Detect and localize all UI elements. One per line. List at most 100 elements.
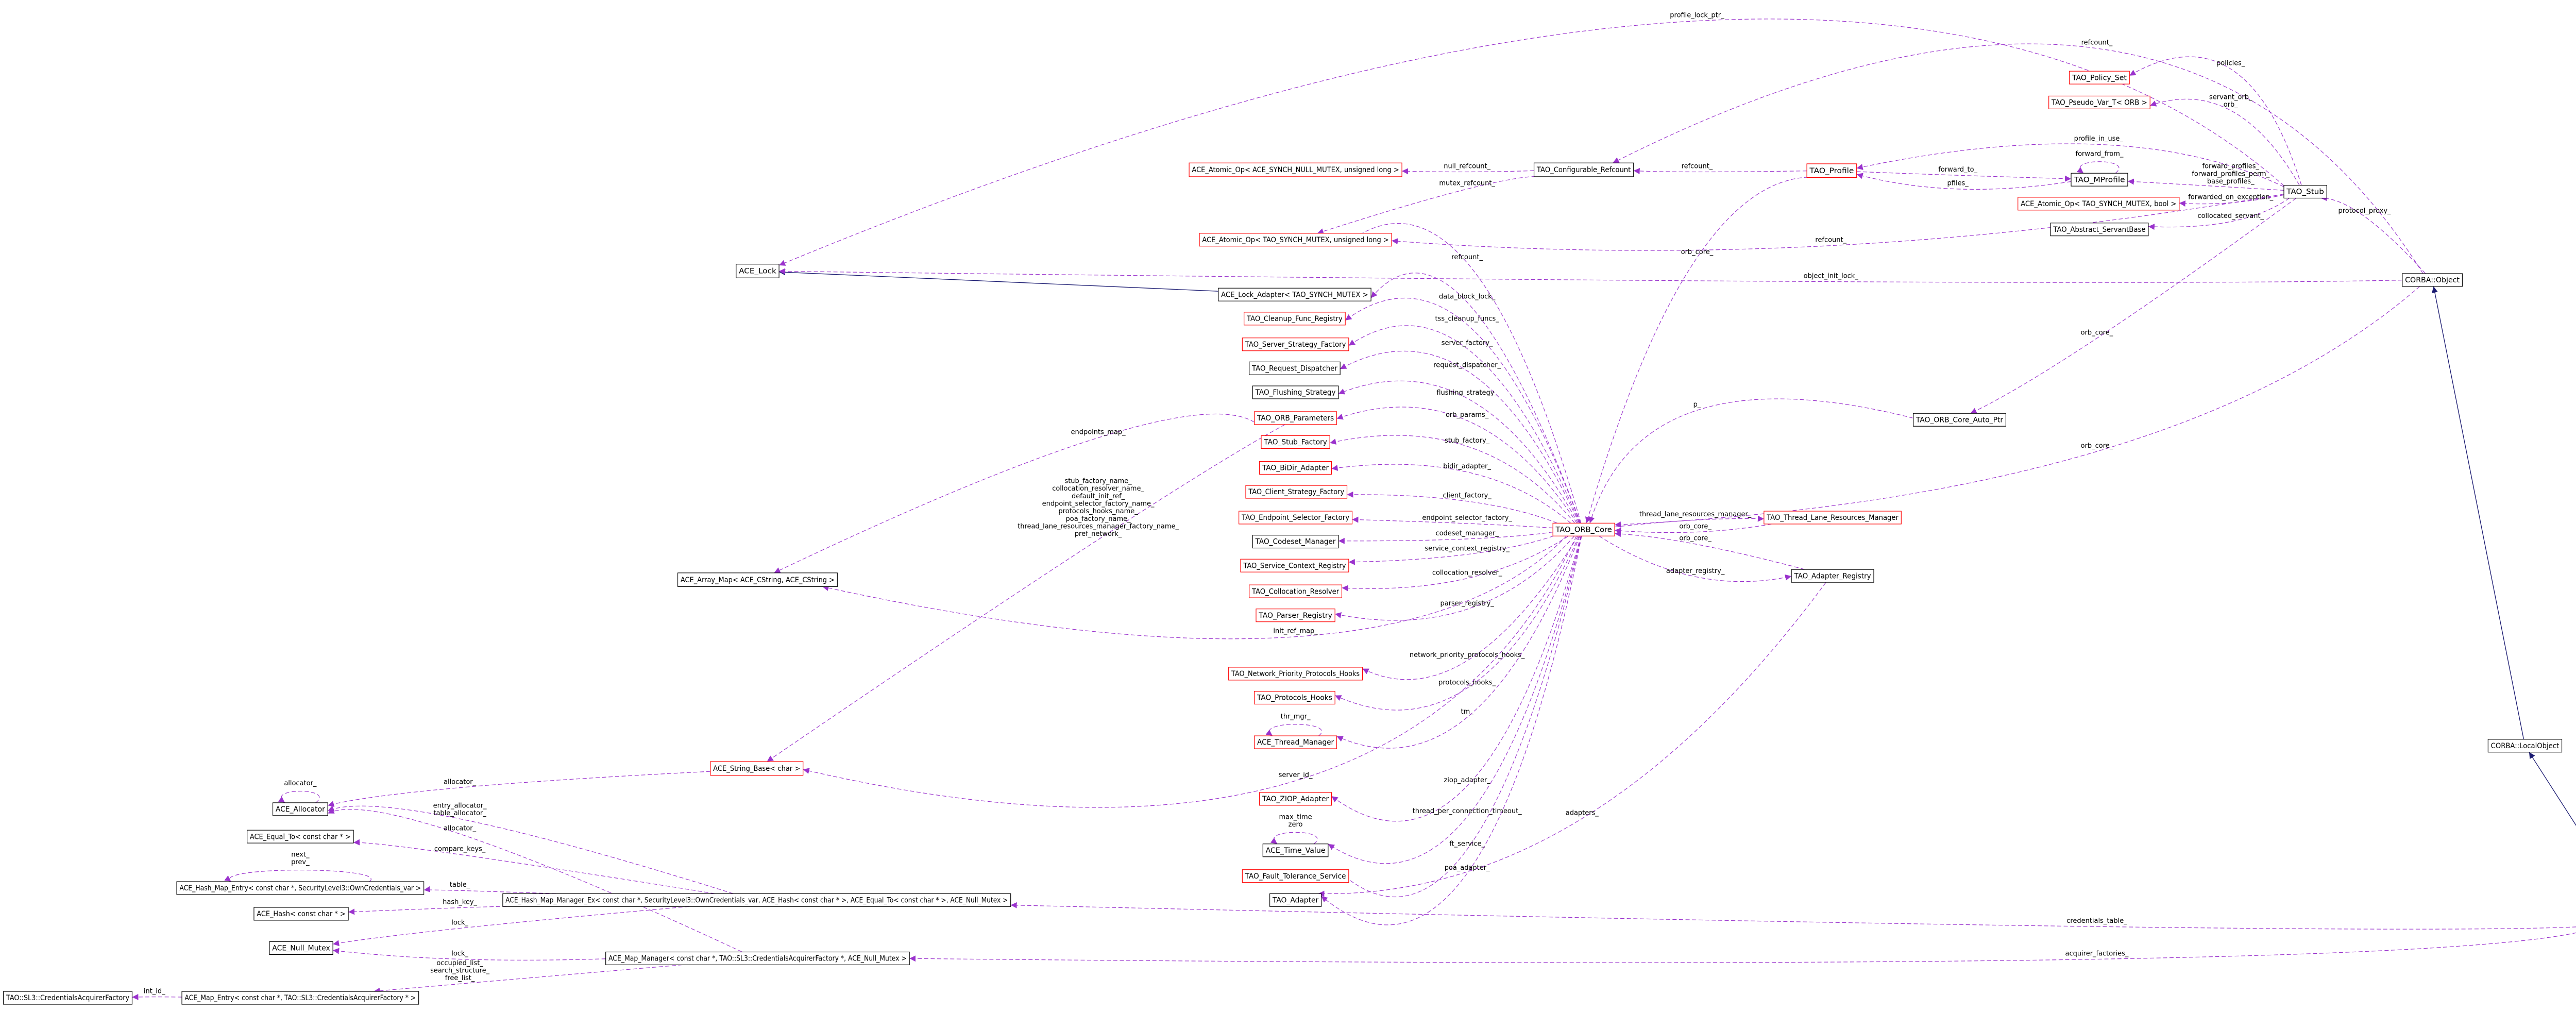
class-node-serverFactory[interactable]: TAO_Server_Strategy_Factory [1242,338,1349,351]
usage-edge [1334,536,1580,711]
edge-label: lock_ [451,919,468,926]
class-node-profile[interactable]: TAO_Profile [1806,163,1857,178]
usage-edge [224,869,371,882]
class-node-servantBase[interactable]: TAO_Abstract_ServantBase [2050,223,2149,237]
edge-label: orb_core_ [1679,535,1711,543]
node-frame [2050,223,2149,237]
class-node-adapter[interactable]: TAO_Adapter [1269,893,1322,907]
usage-edge [1331,464,1571,524]
node-frame [710,761,804,776]
class-node-reqDisp[interactable]: TAO_Request_Dispatcher [1249,361,1341,375]
node-label: TAO_ORB_Core [1555,526,1612,534]
edge-label: allocator_ [444,824,477,832]
edge-label: pref_network_ [1075,530,1122,538]
usage-edge [1370,273,1581,524]
node-label: ACE_Array_Map< ACE_CString, ACE_CString … [681,576,835,584]
class-node-acqFactory[interactable]: TAO::SL3::CredentialsAcquirerFactory [3,991,133,1005]
edge-label: server_id_ [1279,771,1313,779]
class-node-lockAdapter[interactable]: ACE_Lock_Adapter< TAO_SYNCH_MUTEX > [1218,288,1371,301]
edge-label: thread_per_connection_timeout_ [1413,807,1522,815]
class-node-atomUL[interactable]: ACE_Atomic_Op< TAO_SYNCH_MUTEX, unsigned… [1199,233,1392,247]
node-label: ACE_Hash_Map_Entry< const char *, Securi… [179,884,421,892]
class-node-atomBool[interactable]: ACE_Atomic_Op< TAO_SYNCH_MUTEX, bool > [2018,197,2180,211]
class-node-hashEntry[interactable]: ACE_Hash_Map_Entry< const char *, Securi… [176,881,425,895]
node-frame [1252,385,1339,399]
edge-label: refcount_ [1815,237,1846,244]
nodes-layer: TAO::SL3::CredentialsCuratorCORBA::Local… [3,71,2563,1005]
class-node-mapEntry[interactable]: ACE_Map_Entry< const char *, TAO::SL3::C… [181,991,419,1005]
edge-label: tss_cleanup_funcs_ [1435,315,1499,323]
node-label: ACE_Map_Manager< const char *, TAO::SL3:… [608,955,907,963]
node-label: ACE_Thread_Manager [1257,738,1334,747]
class-node-clientFactory[interactable]: TAO_Client_Strategy_Factory [1245,485,1348,499]
node-label: TAO_Cleanup_Func_Registry [1246,315,1343,323]
node-label: CORBA::Object [2405,276,2460,284]
edge-label: endpoint_selector_factory_name_ [1042,500,1155,508]
class-node-bidir[interactable]: TAO_BiDir_Adapter [1259,461,1332,475]
node-frame [2069,71,2130,85]
class-node-arrayMap[interactable]: ACE_Array_Map< ACE_CString, ACE_CString … [677,572,838,587]
class-node-netPrio[interactable]: TAO_Network_Priority_Protocols_Hooks [1228,667,1363,681]
class-node-collocRes[interactable]: TAO_Collocation_Resolver [1249,584,1343,598]
node-frame [605,951,910,966]
node-frame [677,572,838,587]
node-label: TAO_Adapter [1272,896,1318,904]
node-frame [1259,792,1332,806]
class-node-thrMgr[interactable]: ACE_Thread_Manager [1254,735,1337,749]
node-frame [502,893,1011,907]
class-node-autoPtr[interactable]: TAO_ORB_Core_Auto_Ptr [1913,413,2007,427]
edge-label: refcount_ [1682,162,1713,170]
usage-edge [2129,56,2302,185]
class-node-mprofile[interactable]: TAO_MProfile [2071,173,2128,187]
edge-label: orb_core_ [2081,329,2113,336]
class-node-protoHooks[interactable]: TAO_Protocols_Hooks [1254,690,1335,705]
class-node-cleanup[interactable]: TAO_Cleanup_Func_Registry [1244,312,1346,326]
class-node-hashMgr[interactable]: ACE_Hash_Map_Manager_Ex< const char *, S… [502,893,1011,907]
usage-edge [2076,161,2120,174]
node-frame [1249,361,1341,375]
class-node-orbParams[interactable]: TAO_ORB_Parameters [1254,411,1337,425]
class-node-parserReg[interactable]: TAO_Parser_Registry [1256,609,1335,622]
class-node-ziop[interactable]: TAO_ZIOP_Adapter [1259,792,1332,806]
class-node-codeset[interactable]: TAO_Codeset_Manager [1252,535,1339,549]
class-node-stubFactory[interactable]: TAO_Stub_Factory [1261,435,1330,449]
usage-edge [1317,176,1543,234]
class-node-nullMutex[interactable]: ACE_Null_Mutex [269,941,333,955]
edge-label: table_ [450,881,470,889]
class-node-localObj[interactable]: CORBA::LocalObject [2487,739,2563,753]
edge-label: protocols_hooks_ [1438,679,1496,686]
class-node-mapMgr[interactable]: ACE_Map_Manager< const char *, TAO::SL3:… [605,951,910,966]
node-label: ACE_Atomic_Op< TAO_SYNCH_MUTEX, unsigned… [1202,236,1388,244]
node-frame [1269,893,1322,907]
usage-edge [1615,524,1772,534]
class-node-ft[interactable]: TAO_Fault_Tolerance_Service [1242,869,1349,883]
usage-edge [1392,194,2284,251]
class-node-lock[interactable]: ACE_Lock [736,264,779,278]
class-node-allocator[interactable]: ACE_Allocator [272,802,328,816]
class-node-strBase[interactable]: ACE_String_Base< char > [710,761,804,776]
class-node-obj[interactable]: CORBA::Object [2402,273,2463,287]
usage-edge [1615,531,1805,570]
class-node-tlrm[interactable]: TAO_Thread_Lane_Resources_Manager [1764,511,1902,525]
class-node-timeValue[interactable]: ACE_Time_Value [1262,844,1329,857]
class-node-flushing[interactable]: TAO_Flushing_Strategy [1252,385,1339,399]
class-node-pseudo[interactable]: TAO_Pseudo_Var_T< ORB > [2048,95,2150,109]
usage-edge [1331,536,1581,822]
node-frame [1240,559,1349,572]
usage-edge [1347,491,1558,524]
class-node-policy[interactable]: TAO_Policy_Set [2069,71,2130,85]
class-node-hash[interactable]: ACE_Hash< const char * > [253,907,349,921]
edge-label: orb_ [2224,101,2239,109]
usage-edge [1336,407,1578,524]
class-node-endpointSel[interactable]: TAO_Endpoint_Selector_Factory [1239,511,1353,525]
class-node-adapterReg[interactable]: TAO_Adapter_Registry [1791,569,1874,583]
usage-edge [1856,171,2072,182]
class-node-scReg[interactable]: TAO_Service_Context_Registry [1240,559,1349,572]
class-node-equalTo[interactable]: ACE_Equal_To< const char * > [247,830,354,844]
class-node-atomNull[interactable]: ACE_Atomic_Op< ACE_SYNCH_NULL_MUTEX, uns… [1189,162,1402,177]
node-label: TAO_Protocols_Hooks [1257,694,1332,702]
class-node-orbCore[interactable]: TAO_ORB_Core [1552,522,1615,536]
class-node-stub[interactable]: TAO_Stub [2283,184,2327,199]
usage-edge [1328,536,1582,864]
class-node-cfgref[interactable]: TAO_Configurable_Refcount [1533,162,1634,177]
